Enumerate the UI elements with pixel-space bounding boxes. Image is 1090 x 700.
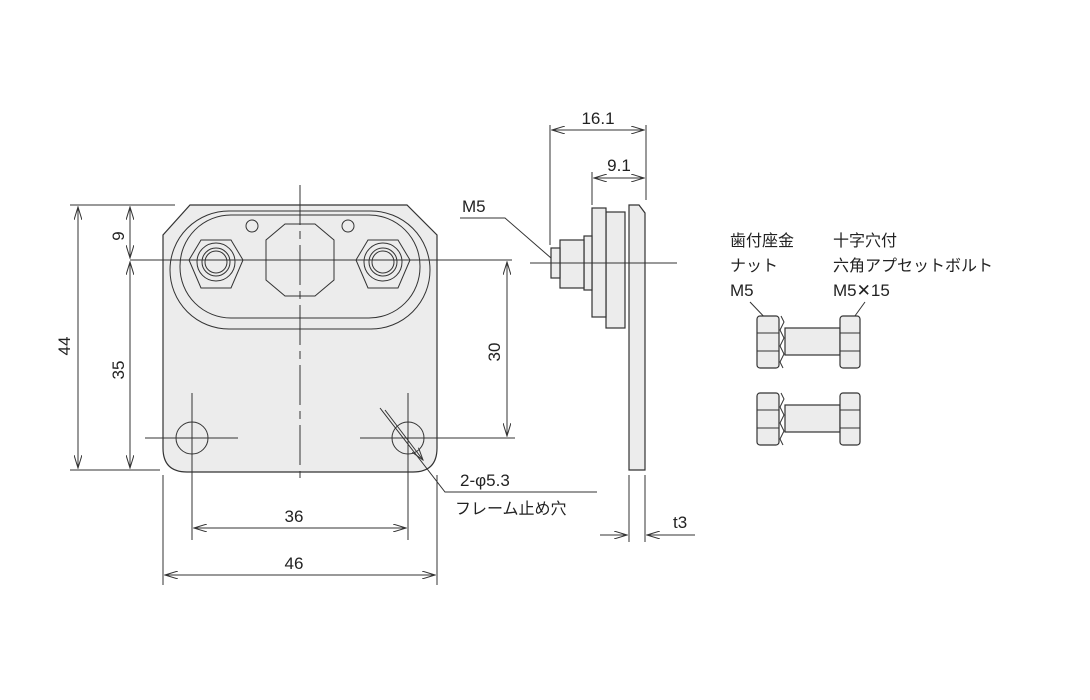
dim-30: 30 [485,343,504,362]
dim-9-1: 9.1 [607,156,631,175]
dim-44: 44 [55,337,74,356]
svg-text:ナット: ナット [730,256,778,275]
svg-text:M5✕15: M5✕15 [833,281,890,300]
svg-text:M5: M5 [730,281,754,300]
dim-46: 46 [285,554,304,573]
nut-label: 歯付座金 ナット M5 [730,231,794,300]
thread-label: M5 [462,197,486,216]
bolt-label: 十字穴付 六角アプセットボルト M5✕15 [833,231,993,300]
bolt-assembly-1 [756,315,861,369]
svg-text:十字穴付: 十字穴付 [833,231,897,250]
holes-note: フレーム止め穴 [455,499,567,518]
small-hole-right [341,219,355,233]
svg-text:歯付座金: 歯付座金 [730,231,794,250]
dim-35: 35 [109,361,128,380]
svg-text:六角アプセットボルト: 六角アプセットボルト [833,256,993,275]
side-view [530,125,677,542]
small-hole-left [245,219,259,233]
dim-9: 9 [109,231,128,240]
dim-t3: t3 [673,513,687,532]
dim-36: 36 [285,507,304,526]
bolt-assembly-2 [756,392,861,446]
holes-callout: 2-φ5.3 [460,471,510,490]
dim-16-1: 16.1 [581,109,614,128]
hex-hole [265,223,335,297]
front-view [70,185,515,585]
